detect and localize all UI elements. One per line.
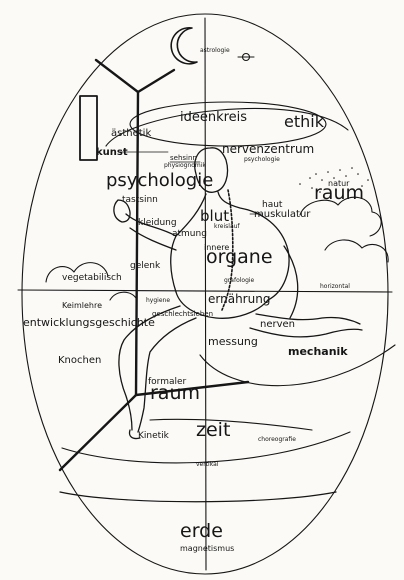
label-kinetik: Kinetik: [138, 432, 169, 441]
label-atmung: atmung: [172, 230, 207, 239]
lower-boat: [60, 492, 336, 502]
label-keimlehre: Keimlehre: [62, 302, 102, 310]
label-magnetismus: magnetismus: [180, 545, 234, 553]
label-kleidung: kleidung: [138, 219, 177, 228]
label-messung: messung: [208, 336, 258, 347]
moon: [171, 28, 197, 64]
label-vegetabilisch: vegetabilisch: [62, 274, 122, 283]
label-physiognomik: physiognomik: [164, 163, 206, 169]
label-sehsinn: sehsinn: [170, 155, 197, 162]
label-hygiene: hygiene: [146, 298, 170, 304]
label-aesthetik: ästhetik: [111, 129, 151, 139]
zeit-arc: [150, 419, 312, 430]
label-zeit: zeit: [196, 421, 230, 440]
label-nerven: nerven: [260, 320, 295, 330]
label-mechanik: mechanik: [288, 346, 348, 357]
label-grafologie: grafologie: [224, 278, 254, 284]
label-horizontal: horizontal: [320, 284, 350, 290]
label-nervenzentrum: nervenzentrum: [222, 143, 314, 155]
wall-picture: [80, 96, 97, 160]
label-geschlechtsleben: geschlechtsleben: [152, 311, 213, 318]
label-gelenk: gelenk: [130, 262, 160, 271]
label-knochen: Knochen: [58, 356, 101, 366]
label-ethik: ethik: [284, 114, 324, 130]
label-kunst: kunst: [96, 148, 128, 158]
label-psychologie-small: psychologie: [244, 157, 280, 163]
vertical-axis: [205, 18, 206, 570]
planet: [238, 54, 254, 61]
label-raum-top: raum: [314, 184, 364, 203]
cloud-bottom-left: [110, 292, 136, 300]
label-erde: erde: [180, 522, 223, 541]
label-ernaehrung: ernährung: [208, 293, 270, 305]
label-muskulatur: muskulatur: [254, 210, 310, 220]
label-raum-bottom: raum: [150, 384, 200, 403]
label-blut: blut: [200, 209, 229, 224]
label-astrologie: astrologie: [200, 48, 230, 54]
label-kreislauf: kreislauf: [214, 224, 240, 230]
cloud-right-2: [325, 240, 388, 262]
label-choreografie: choreografie: [258, 437, 296, 443]
label-vertikal: vertikal: [196, 462, 218, 468]
label-organe: organe: [206, 248, 273, 267]
label-tastsinn: tastsinn: [122, 196, 158, 205]
label-entwicklungsgeschichte: entwicklungsgeschichte: [23, 317, 155, 328]
label-ideenkreis: ideenkreis: [180, 111, 247, 124]
label-psychologie: psychologie: [106, 172, 213, 190]
